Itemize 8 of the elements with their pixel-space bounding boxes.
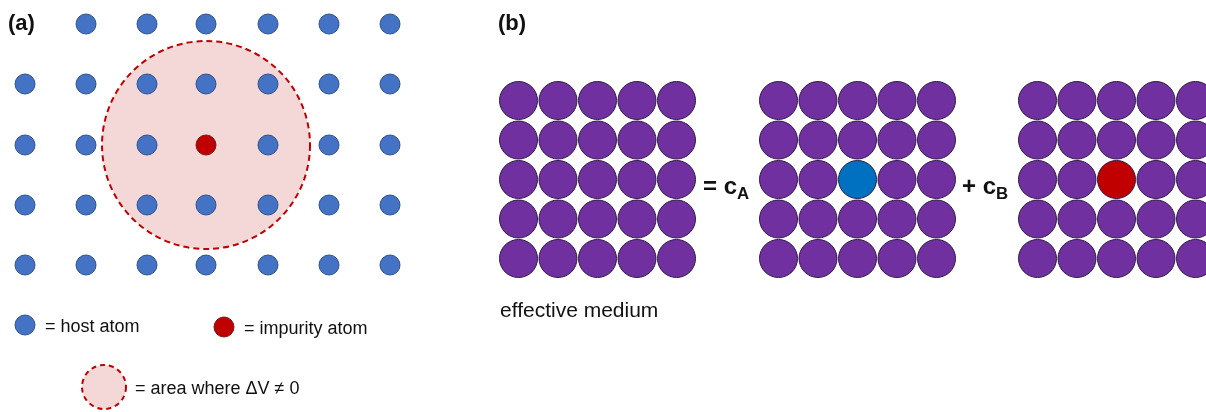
panel-label: (a) <box>8 12 35 34</box>
legend-text: = impurity atom <box>244 318 368 339</box>
caption-text: effective medium <box>500 299 659 320</box>
legend-text: = host atom <box>45 316 140 337</box>
legend-text: = area where ΔV ≠ 0 <box>135 378 300 399</box>
panel-label: (b) <box>498 12 527 34</box>
equation-term: = c$_{A}$ <box>703 174 750 203</box>
equation-term: + c$_{B}$ <box>962 174 1009 203</box>
